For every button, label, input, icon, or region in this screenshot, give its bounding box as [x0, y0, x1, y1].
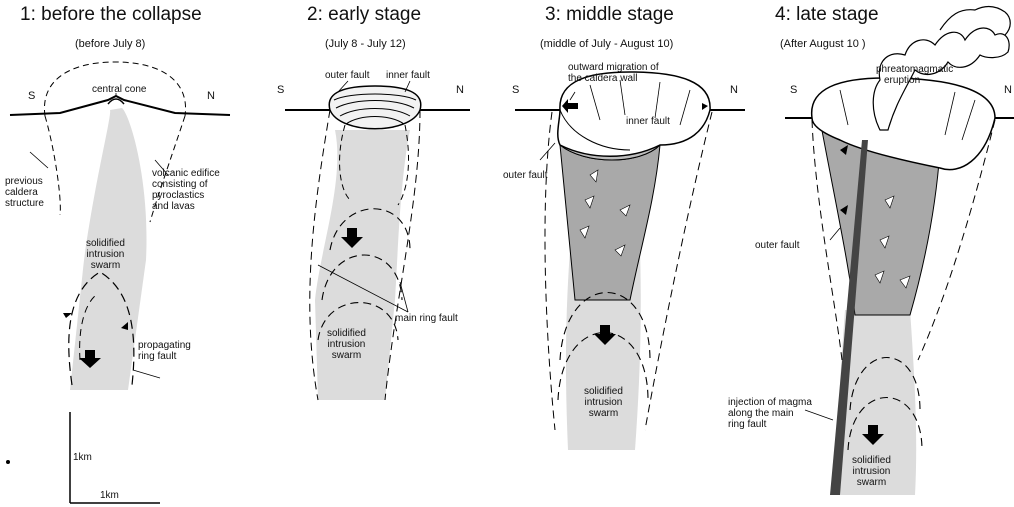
panel-3-inner-fault-label: inner fault — [626, 116, 670, 127]
panel-3-title: 3: middle stage — [545, 4, 674, 26]
panel-4-subtitle: (After August 10 ) — [780, 38, 866, 50]
panel-1-south-label: S — [28, 90, 35, 102]
panel-1-subtitle: (before July 8) — [75, 38, 145, 50]
panel-4-intrusion-label: solidified intrusion swarm — [852, 455, 891, 488]
panel-1-title: 1: before the collapse — [20, 4, 202, 26]
panel-4-title: 4: late stage — [775, 4, 879, 26]
panel-4-south-label: S — [790, 84, 797, 96]
panel-4-phreatomagmatic-label: phreatomagmatic eruption — [876, 64, 953, 86]
panel-2-subtitle: (July 8 - July 12) — [325, 38, 406, 50]
panel-3-drawing — [515, 72, 745, 450]
panel-1-central-cone-label: central cone — [92, 84, 146, 95]
panel-3-outer-fault-label: outer fault — [503, 170, 547, 181]
panel-2-north-label: N — [456, 84, 464, 96]
panel-3-outer-fault-left — [545, 112, 555, 430]
panel-1-north-label: N — [207, 90, 215, 102]
panel-1-intrusion-label: solidified intrusion swarm — [86, 238, 125, 271]
panel-2-drawing — [285, 81, 470, 400]
panel-3-south-label: S — [512, 84, 519, 96]
panel-1-volcanic-edifice-label: volcanic edifice consisting of pyroclast… — [152, 168, 220, 212]
panel-1-previous-caldera-left — [45, 116, 60, 215]
panel-1-propagating-label: propagating ring fault — [138, 340, 191, 362]
panel-2-outer-fault-label: outer fault — [325, 70, 369, 81]
panel-3-collapsed-block — [560, 145, 660, 300]
panel-4-injection-label: injection of magma along the main ring f… — [728, 397, 812, 430]
panel-3-north-label: N — [730, 84, 738, 96]
panel-3-crater — [558, 72, 710, 156]
scale-horizontal-label: 1km — [100, 490, 119, 501]
scale-vertical-label: 1km — [73, 452, 92, 463]
panel-2-main-ring-fault-label: main ring fault — [395, 313, 458, 324]
panel-2-intrusion-label: solidified intrusion swarm — [327, 328, 366, 361]
panel-4-north-label: N — [1004, 84, 1012, 96]
panel-3-subtitle: (middle of July - August 10) — [540, 38, 673, 50]
panel-3-intrusion-label: solidified intrusion swarm — [584, 386, 623, 419]
panel-1-previous-caldera-label: previous caldera structure — [5, 176, 44, 209]
panel-2-title: 2: early stage — [307, 4, 421, 26]
panel-2-inner-fault-label: inner fault — [386, 70, 430, 81]
panel-1-drawing — [10, 62, 230, 390]
panel-4-outer-fault-label: outer fault — [755, 240, 799, 251]
panel-2-south-label: S — [277, 84, 284, 96]
panel-2-crater — [329, 86, 421, 129]
panel-3-migration-label: outward migration of the caldera wall — [568, 62, 659, 84]
